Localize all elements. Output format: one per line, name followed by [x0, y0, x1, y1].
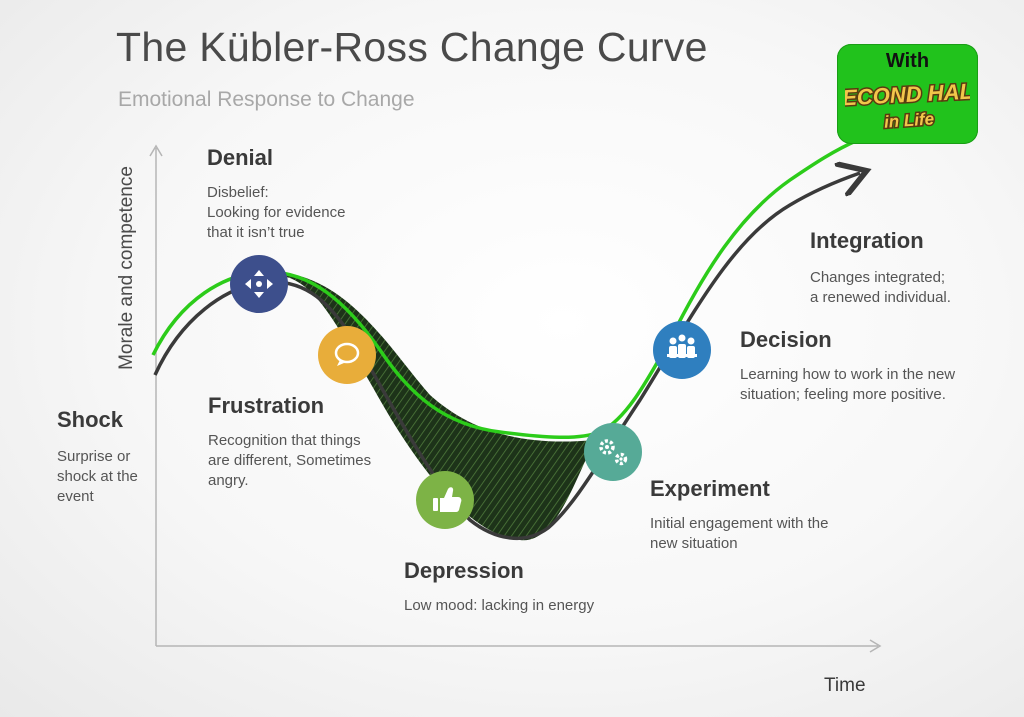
stage-frustration: Frustration Recognition that things are …	[208, 393, 371, 491]
description-line: situation; feeling more positive.	[740, 386, 946, 403]
x-axis-arrow-icon	[869, 639, 882, 653]
stage-title: Experiment	[650, 476, 770, 501]
second-half-logo: SECOND HALF in Life	[845, 76, 970, 133]
depression-marker	[416, 471, 474, 529]
description-line: that it isn’t true	[207, 224, 305, 241]
description-line: angry.	[208, 472, 249, 489]
page-subtitle: Emotional Response to Change	[118, 88, 415, 111]
second-half-badge: With SECOND HALF in Life	[837, 44, 978, 144]
stage-description: Changes integrated; a renewed individual…	[810, 268, 951, 308]
stage-title: Shock	[57, 407, 124, 432]
stage-description: Initial engagement with the new situatio…	[650, 514, 828, 554]
description-line: Changes integrated;	[810, 269, 946, 286]
decision-marker	[653, 321, 711, 379]
chat-bubble-icon	[334, 342, 360, 366]
description-line: Learning how to work in the new	[740, 366, 956, 383]
stage-experiment: Experiment Initial engagement with the n…	[650, 476, 828, 554]
frustration-marker	[318, 326, 376, 384]
stage-description: Low mood: lacking in energy	[404, 596, 594, 616]
description-line: Disbelief:	[207, 184, 269, 201]
stage-description: Recognition that things are different, S…	[208, 431, 371, 491]
team-icon	[667, 334, 697, 358]
description-line: Surprise or	[57, 448, 131, 465]
stage-integration: Integration Changes integrated; a renewe…	[810, 228, 951, 308]
gears-icon	[599, 439, 628, 466]
stage-description: Disbelief: Looking for evidence that it …	[207, 183, 345, 243]
description-line: Initial engagement with the	[650, 515, 829, 532]
stage-title: Integration	[810, 228, 924, 253]
stage-title: Frustration	[208, 393, 325, 418]
stage-depression: Depression Low mood: lacking in energy	[404, 558, 594, 616]
axes	[149, 144, 882, 653]
description-line: Recognition that things	[208, 432, 361, 449]
stage-title: Depression	[404, 558, 524, 583]
experiment-marker	[584, 423, 642, 481]
stage-denial: Denial Disbelief: Looking for evidence t…	[207, 145, 345, 243]
description-line: Low mood: lacking in energy	[404, 597, 595, 614]
stage-decision: Decision Learning how to work in the new…	[740, 327, 955, 405]
stage-description: Learning how to work in the new situatio…	[740, 365, 955, 405]
denial-marker	[230, 255, 288, 313]
description-line: Looking for evidence	[207, 204, 346, 221]
stage-description: Surprise or shock at the event	[57, 447, 138, 507]
svg-text:SECOND HALF: SECOND HALF	[845, 78, 970, 111]
description-line: are different, Sometimes	[208, 452, 372, 469]
y-axis-label: Morale and competence	[116, 166, 137, 370]
svg-text:in Life: in Life	[883, 109, 934, 131]
stage-title: Decision	[740, 327, 832, 352]
description-line: shock at the	[57, 468, 138, 485]
stage-title: Denial	[207, 145, 274, 170]
description-line: event	[57, 488, 94, 505]
thumbs-up-icon	[433, 487, 462, 512]
move-arrows-icon	[245, 270, 273, 298]
badge-with-label: With	[885, 50, 930, 72]
description-line: a renewed individual.	[810, 289, 951, 306]
y-axis-arrow-icon	[149, 144, 163, 157]
stage-shock: Shock Surprise or shock at the event	[57, 407, 138, 507]
page-title: The Kübler-Ross Change Curve	[116, 24, 708, 70]
x-axis-label: Time	[824, 675, 866, 696]
description-line: new situation	[650, 535, 738, 552]
